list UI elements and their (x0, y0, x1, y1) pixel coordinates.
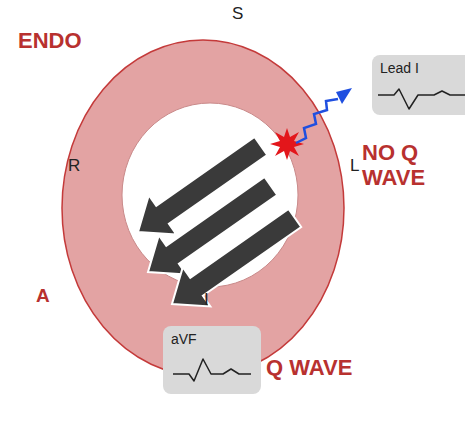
lead-name: Lead I (380, 60, 419, 76)
vector-arrow (158, 198, 308, 323)
lead-box: aVF (163, 326, 261, 394)
ecg-trace (378, 89, 465, 109)
depolarization-arrows (124, 126, 308, 323)
axis-label: R (68, 156, 80, 176)
starburst (270, 128, 304, 160)
finding-label: NO Q WAVE (362, 140, 458, 191)
axis-label: A (36, 285, 50, 307)
finding-label: Q WAVE (266, 355, 352, 380)
lead-name: aVF (171, 331, 197, 347)
zigzag-arrow (296, 99, 338, 143)
axis-label: I (204, 290, 209, 310)
ecg-trace (173, 359, 251, 381)
axis-label: S (232, 4, 243, 24)
layer-label: ENDO (18, 28, 82, 53)
arrowhead (336, 88, 352, 104)
axis-label: L (350, 156, 359, 176)
lead-box: Lead I (372, 55, 465, 115)
